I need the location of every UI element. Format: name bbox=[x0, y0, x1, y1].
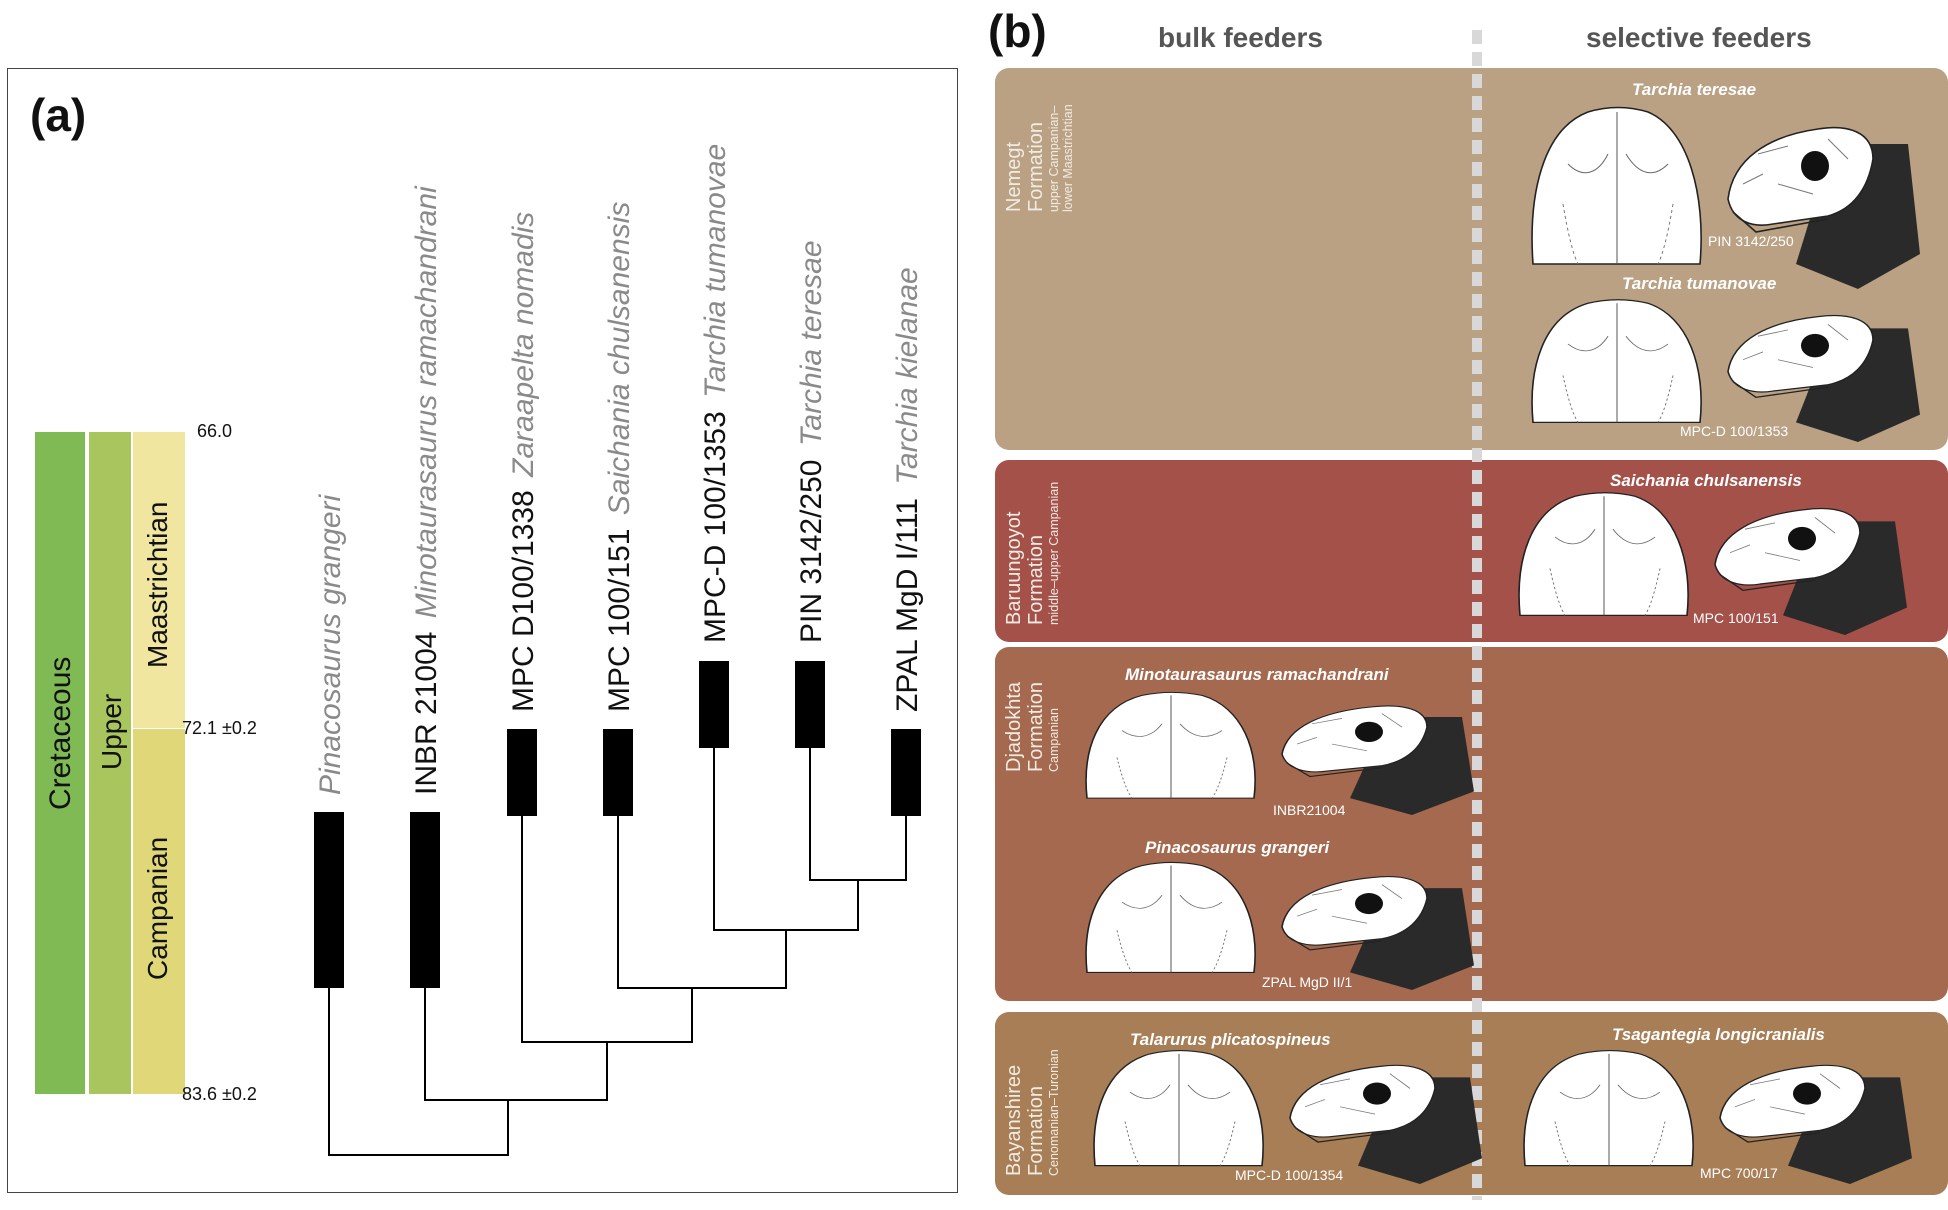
skull-illustration bbox=[1085, 861, 1475, 991]
taxon-label-pinacosaurus: Pinacosaurus grangeri bbox=[314, 495, 348, 795]
range-bar-pinacosaurus bbox=[314, 812, 344, 988]
formation-name-line: Formation bbox=[1025, 681, 1047, 772]
skull-title: Tsagantegia longicranialis bbox=[1612, 1025, 1825, 1044]
clade-zaraapelta bbox=[521, 816, 693, 1043]
panel-a-label: (a) bbox=[30, 89, 87, 141]
campanian-bar bbox=[133, 729, 185, 1094]
taxon-id: MPC D100/1338 bbox=[507, 490, 540, 712]
skull-title: Minotaurasaurus ramachandrani bbox=[1125, 665, 1389, 684]
specimen-label: MPC 700/17 bbox=[1700, 1165, 1778, 1181]
taxon-species: Tarchia tumanovae bbox=[699, 143, 732, 398]
panel-b-label: (b) bbox=[988, 5, 1047, 57]
epoch-bar bbox=[89, 432, 131, 1094]
taxon-id: MPC-D 100/1353 bbox=[699, 411, 732, 643]
specimen-label: INBR21004 bbox=[1273, 802, 1346, 818]
tick-72: 72.1 ±0.2 bbox=[182, 718, 257, 738]
skull-illustration bbox=[1531, 298, 1921, 443]
taxon-species: Zaraapelta nomadis bbox=[507, 211, 540, 477]
formation-age-line: Cenomanian–Turonian bbox=[1047, 1049, 1061, 1176]
taxon-label-inbr21004: INBR 21004 Minotaurasaurus ramachandrani bbox=[410, 186, 444, 795]
taxon-id: ZPAL MgD I/111 bbox=[891, 498, 924, 712]
specimen-label: PIN 3142/250 bbox=[1708, 233, 1794, 249]
skull-title: Pinacosaurus grangeri bbox=[1145, 838, 1330, 857]
cladogram bbox=[314, 661, 921, 1156]
skull-title: Saichania chulsanensis bbox=[1610, 471, 1802, 490]
skull-title: Tarchia tumanovae bbox=[1622, 274, 1777, 293]
range-bar-mpc-d100-1338 bbox=[507, 729, 537, 816]
taxon-species: Tarchia kielanae bbox=[891, 267, 924, 485]
skull-illustration bbox=[1093, 1049, 1483, 1185]
column-divider bbox=[1472, 30, 1482, 1200]
clade-minotaurasaurus bbox=[424, 988, 608, 1101]
taxon-species: Pinacosaurus grangeri bbox=[314, 494, 347, 795]
column-header-bulk: bulk feeders bbox=[1158, 22, 1323, 53]
taxon-species: Tarchia teresae bbox=[795, 240, 828, 447]
range-bar-pin-3142-250 bbox=[795, 661, 825, 748]
tick-83: 83.6 ±0.2 bbox=[182, 1084, 257, 1104]
skull-illustration bbox=[1523, 1049, 1913, 1185]
range-bar-mpc-100-151 bbox=[603, 729, 633, 816]
taxon-label-tarchia-teresae: PIN 3142/250 Tarchia teresae bbox=[795, 240, 829, 643]
clade-saichania bbox=[617, 816, 787, 989]
specimen-label: MPC 100/151 bbox=[1693, 610, 1779, 626]
formation-name-line: Djadokhta bbox=[1003, 681, 1025, 772]
clade-tarchia-trio bbox=[713, 748, 859, 931]
formation-label-baruungoyot: Baruungoyot Formation middle–upper Campa… bbox=[1003, 482, 1061, 625]
specimen-label: ZPAL MgD II/1 bbox=[1262, 974, 1353, 990]
formation-name-line: Bayanshiree bbox=[1003, 1064, 1025, 1176]
taxon-id: MPC 100/151 bbox=[603, 528, 636, 712]
column-header-selective: selective feeders bbox=[1586, 22, 1812, 53]
range-bar-inbr21004 bbox=[410, 812, 440, 988]
range-bar-mpc-d-100-1353 bbox=[699, 661, 729, 748]
formation-label-nemegt: Nemegt Formation upper Campanian– lower … bbox=[1003, 104, 1075, 212]
taxon-label-zaraapelta: MPC D100/1338 Zaraapelta nomadis bbox=[507, 212, 541, 712]
formation-age-line: Campanian bbox=[1047, 708, 1061, 772]
skull-title: Tarchia teresae bbox=[1632, 80, 1757, 99]
formation-name-line: Baruungoyot bbox=[1003, 511, 1025, 625]
period-bar bbox=[35, 432, 85, 1094]
taxon-label-tarchia-tumanovae: MPC-D 100/1353 Tarchia tumanovae bbox=[699, 144, 733, 643]
skull-illustration bbox=[1531, 106, 1921, 290]
range-bar-zpal-mgd-i-111 bbox=[891, 729, 921, 816]
taxon-id: INBR 21004 bbox=[410, 631, 443, 795]
formation-age-line: middle–upper Campanian bbox=[1047, 481, 1061, 625]
taxon-id: PIN 3142/250 bbox=[795, 459, 828, 643]
taxon-species: Saichania chulsanensis bbox=[603, 201, 636, 516]
clade-root bbox=[328, 988, 509, 1156]
skull-illustration bbox=[1085, 691, 1475, 816]
specimen-label: MPC-D 100/1354 bbox=[1235, 1167, 1344, 1183]
formation-label-bayanshiree: Bayanshiree Formation Cenomanian–Turonia… bbox=[1003, 1049, 1061, 1176]
taxon-label-saichania: MPC 100/151 Saichania chulsanensis bbox=[603, 202, 637, 712]
panel-a-frame bbox=[7, 68, 958, 1193]
formation-label-djadokhta: Djadokhta Formation Campanian bbox=[1003, 682, 1061, 772]
formation-name-line: Nemegt bbox=[1003, 141, 1025, 212]
formation-age-line: lower Maastrichtian bbox=[1061, 104, 1075, 212]
formation-name-line: Formation bbox=[1025, 1085, 1047, 1176]
taxon-species: Minotaurasaurus ramachandrani bbox=[410, 186, 443, 619]
tick-66: 66.0 bbox=[197, 421, 233, 441]
taxon-label-tarchia-kielanae: ZPAL MgD I/111 Tarchia kielanae bbox=[891, 267, 925, 712]
formation-age-line: upper Campanian– bbox=[1047, 105, 1061, 212]
specimen-label: MPC-D 100/1353 bbox=[1680, 423, 1789, 439]
skull-title: Talarurus plicatospineus bbox=[1130, 1030, 1331, 1049]
formation-name-line: Formation bbox=[1025, 121, 1047, 212]
maastrichtian-bar bbox=[133, 432, 185, 728]
formation-name-line: Formation bbox=[1025, 534, 1047, 625]
